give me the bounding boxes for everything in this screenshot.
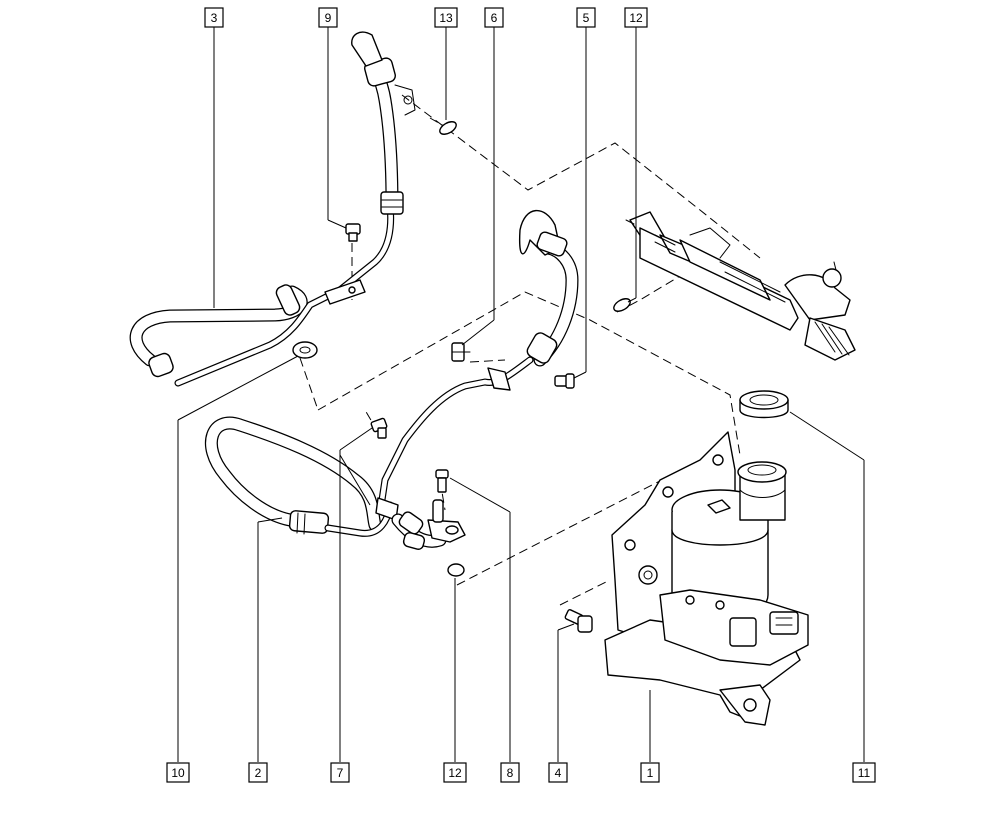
part-12-seal-upper: [613, 298, 631, 312]
part-10-clip: [292, 341, 318, 359]
label-13: 13: [434, 7, 458, 28]
label-4-text: 4: [555, 766, 562, 780]
label-6: 6: [484, 7, 504, 28]
label-6-text: 6: [491, 11, 498, 25]
part-2-supply-hose: [204, 416, 466, 550]
label-3-text: 3: [211, 11, 218, 25]
part-6-clip: [451, 342, 471, 362]
part-11-reservoir-cap: [739, 390, 789, 419]
label-11: 11: [852, 762, 876, 783]
leader-lines: [177, 27, 865, 762]
label-4: 4: [548, 762, 568, 783]
part-3-return-hose: [129, 31, 416, 387]
part-5-bolt: [554, 373, 575, 389]
label-8: 8: [500, 762, 520, 783]
part-12-seal-lower: [447, 563, 465, 577]
part-7-bolt: [370, 417, 388, 439]
part-8-bolt: [435, 469, 449, 493]
label-12-bottom-text: 12: [448, 766, 462, 780]
steering-rack: [625, 211, 856, 361]
part-6-pressure-pipe: [378, 209, 579, 504]
label-5: 5: [576, 7, 596, 28]
label-12-bottom: 12: [443, 762, 467, 783]
label-13-text: 13: [439, 11, 453, 25]
label-12-top: 12: [624, 7, 648, 28]
part-13-seal: [439, 121, 457, 135]
label-9-text: 9: [325, 11, 332, 25]
label-10-text: 10: [171, 766, 185, 780]
label-2-text: 2: [255, 766, 262, 780]
label-7-text: 7: [337, 766, 344, 780]
part-4-bolt: [564, 609, 593, 633]
label-1: 1: [640, 762, 660, 783]
label-10: 10: [166, 762, 190, 783]
label-7: 7: [330, 762, 350, 783]
label-2: 2: [248, 762, 268, 783]
label-11-text: 11: [858, 766, 871, 780]
label-12-top-text: 12: [629, 11, 643, 25]
part-9-bolt: [345, 223, 361, 242]
label-1-text: 1: [647, 766, 654, 780]
part-1-pump-assembly: [604, 431, 809, 726]
label-9: 9: [318, 7, 338, 28]
label-5-text: 5: [583, 11, 590, 25]
label-8-text: 8: [507, 766, 514, 780]
label-3: 3: [204, 7, 224, 28]
